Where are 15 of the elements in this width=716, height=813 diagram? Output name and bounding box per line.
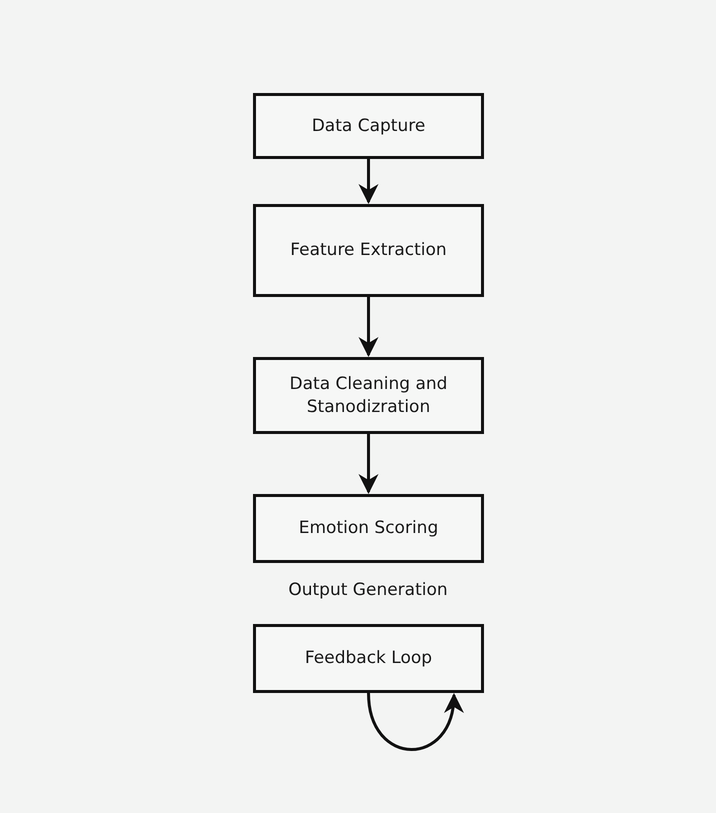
process-box — [253, 624, 484, 693]
process-box — [253, 204, 484, 297]
step-label: Data Cleaning and Stanodizration — [288, 373, 448, 418]
step-label: Feedback Loop — [304, 647, 434, 670]
step-label: Emotion Scoring — [298, 517, 440, 540]
loop-arrow — [367, 692, 462, 751]
step-label: Data Capture — [310, 114, 426, 138]
process-box — [253, 93, 484, 159]
arrow — [358, 159, 378, 204]
process-box — [253, 357, 484, 434]
step-label: Feature Extraction — [289, 239, 448, 262]
step-label: Output Generation — [288, 580, 448, 600]
arrow — [358, 434, 378, 494]
arrow — [358, 297, 378, 357]
process-box — [253, 494, 484, 563]
